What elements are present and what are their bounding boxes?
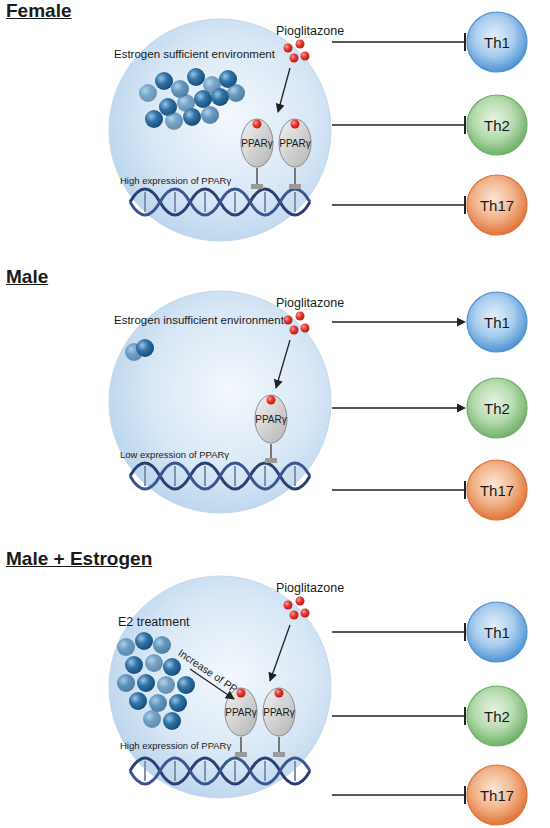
binding-arrow	[278, 68, 290, 112]
increase-arrow	[190, 669, 234, 699]
text-holder: Th2	[466, 685, 528, 747]
t-cell-circle: Th17	[466, 459, 528, 521]
panel-heading: Female	[6, 0, 71, 22]
text-holder: PPARγ	[262, 687, 296, 737]
inhibition-connector	[332, 481, 466, 499]
estrogen-dots	[117, 632, 195, 730]
t-cell-circle: Th1	[466, 11, 528, 73]
bound-ligands	[237, 120, 300, 698]
text-holder: Th17	[466, 174, 528, 236]
text-holder: Th1	[466, 11, 528, 73]
binding-arrow	[270, 625, 290, 681]
text-holder: Th2	[466, 377, 528, 439]
receptor-label: PPARγ	[225, 707, 257, 718]
t-cell-label: Th1	[484, 624, 510, 641]
cell-text: High expression of PPARγ	[120, 741, 231, 752]
text-holder: PPARγ	[278, 118, 312, 168]
text-holder: PPARγ	[240, 118, 274, 168]
node-outline	[108, 575, 332, 799]
dna-helix	[130, 463, 310, 489]
receptor-label: PPARγ	[255, 414, 287, 425]
t-cell-circle: Th1	[466, 601, 528, 663]
cell-text: Estrogen sufficient environment	[114, 48, 275, 61]
t-cell-label: Th2	[484, 117, 510, 134]
activation-connector	[332, 318, 466, 327]
text-holder: Th2	[466, 94, 528, 156]
t-cell-label: Th17	[480, 787, 514, 804]
t-cell-circle: Th2	[466, 685, 528, 747]
cell-text: Pioglitazone	[276, 24, 344, 38]
t-cell-circle: Th1	[466, 291, 528, 353]
binding-arrow	[276, 340, 290, 388]
t-cell-circle: Th17	[466, 174, 528, 236]
text-holder: Th17	[466, 764, 528, 826]
inhibition-connector	[332, 116, 466, 134]
receptor-label: PPARγ	[279, 138, 311, 149]
inhibition-connector	[332, 707, 466, 725]
inhibition-connector	[332, 196, 466, 214]
pioglitazone-dots	[284, 40, 310, 63]
text-holder: PPARγ	[254, 394, 288, 444]
text-holder: Th1	[466, 601, 528, 663]
t-cell-circle: Th2	[466, 377, 528, 439]
cell-circle: E2 treatmentPioglitazoneIncrease of PPAR…	[108, 575, 332, 799]
estrogen-dots	[125, 339, 154, 361]
dna-helix	[130, 758, 310, 784]
panel-heading: Male + Estrogen	[6, 548, 152, 570]
cell-text: Estrogen insufficient environment	[114, 314, 284, 327]
pioglitazone-dots	[284, 312, 310, 335]
cell-text: Low expression of PPARγ	[120, 450, 229, 461]
receptor-stalks	[251, 168, 301, 189]
receptor-oval: PPARγ	[254, 394, 288, 444]
cell-circle: Estrogen sufficient environmentPioglitaz…	[108, 18, 332, 242]
receptor-stalks	[265, 444, 277, 463]
male-cell-contents	[125, 312, 310, 490]
t-cell-label: Th1	[484, 314, 510, 331]
male-estrogen-cell-contents	[117, 597, 310, 785]
t-cell-label: Th2	[484, 400, 510, 417]
t-cell-circle: Th17	[466, 764, 528, 826]
receptor-oval: PPARγ	[240, 118, 274, 168]
dna-helix	[130, 189, 310, 215]
panel-heading: Male	[6, 266, 48, 288]
cell-text: High expression of PPARγ	[120, 176, 231, 187]
t-cell-label: Th17	[480, 197, 514, 214]
female-cell-contents	[130, 40, 310, 216]
receptor-oval: PPARγ	[224, 687, 258, 737]
receptor-label: PPARγ	[263, 707, 295, 718]
cell-text: Pioglitazone	[276, 296, 344, 310]
receptor-stalks	[235, 737, 285, 757]
receptor-oval: PPARγ	[262, 687, 296, 737]
text-holder: Th1	[466, 291, 528, 353]
activation-connector	[332, 404, 466, 413]
t-cell-label: Th2	[484, 708, 510, 725]
cell-circle: Estrogen insufficient environmentPioglit…	[108, 290, 332, 514]
inhibition-connector	[332, 786, 466, 804]
receptor-oval: PPARγ	[278, 118, 312, 168]
receptor-label: PPARγ	[241, 138, 273, 149]
text-holder: PPARγ	[224, 687, 258, 737]
cell-text: Pioglitazone	[276, 581, 344, 595]
cell-text: E2 treatment	[118, 615, 190, 629]
t-cell-circle: Th2	[466, 94, 528, 156]
t-cell-label: Th1	[484, 34, 510, 51]
inhibition-connector	[332, 33, 466, 51]
t-cell-label: Th17	[480, 482, 514, 499]
text-holder: Th17	[466, 459, 528, 521]
pioglitazone-dots	[284, 597, 310, 620]
inhibition-connector	[332, 623, 466, 641]
estrogen-dots	[139, 68, 245, 130]
